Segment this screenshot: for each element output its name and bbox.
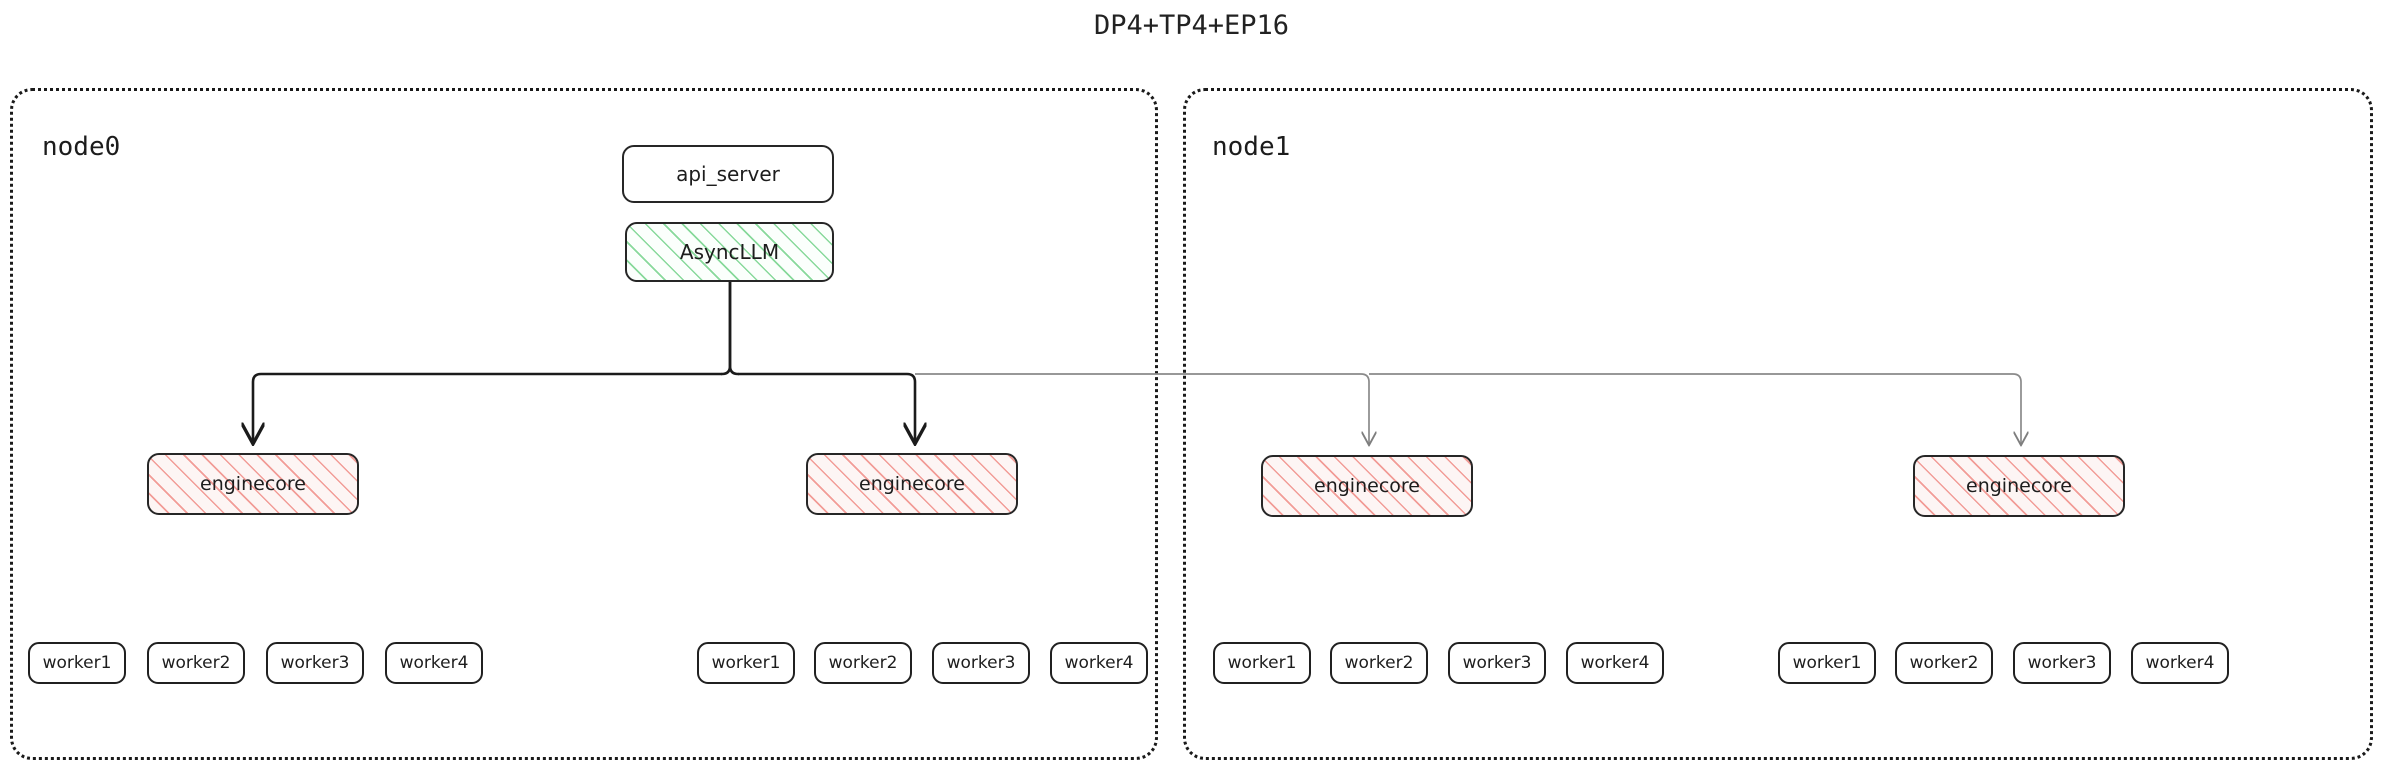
worker-pill[interactable]: worker1 [697, 642, 795, 684]
box-enginecore_n0_0[interactable]: enginecore [147, 453, 359, 515]
box-enginecore_n0_1[interactable]: enginecore [806, 453, 1018, 515]
worker-pill[interactable]: worker4 [2131, 642, 2229, 684]
worker-pill[interactable]: worker3 [1448, 642, 1546, 684]
worker-pill[interactable]: worker3 [2013, 642, 2111, 684]
worker-pill[interactable]: worker2 [1330, 642, 1428, 684]
worker-pill[interactable]: worker2 [814, 642, 912, 684]
worker-pill[interactable]: worker4 [1050, 642, 1148, 684]
node-label-node0: node0 [42, 132, 121, 162]
worker-pill[interactable]: worker3 [266, 642, 364, 684]
worker-pill[interactable]: worker1 [1213, 642, 1311, 684]
page-title: DP4+TP4+EP16 [1093, 10, 1290, 41]
worker-pill[interactable]: worker2 [147, 642, 245, 684]
box-async_llm[interactable]: AsyncLLM [625, 222, 834, 282]
worker-pill[interactable]: worker4 [1566, 642, 1664, 684]
worker-pill[interactable]: worker1 [28, 642, 126, 684]
worker-pill[interactable]: worker2 [1895, 642, 1993, 684]
box-enginecore_n1_0[interactable]: enginecore [1261, 455, 1473, 517]
box-api_server[interactable]: api_server [622, 145, 834, 203]
worker-pill[interactable]: worker4 [385, 642, 483, 684]
worker-pill[interactable]: worker3 [932, 642, 1030, 684]
node-label-node1: node1 [1212, 132, 1291, 162]
box-enginecore_n1_1[interactable]: enginecore [1913, 455, 2125, 517]
worker-pill[interactable]: worker1 [1778, 642, 1876, 684]
